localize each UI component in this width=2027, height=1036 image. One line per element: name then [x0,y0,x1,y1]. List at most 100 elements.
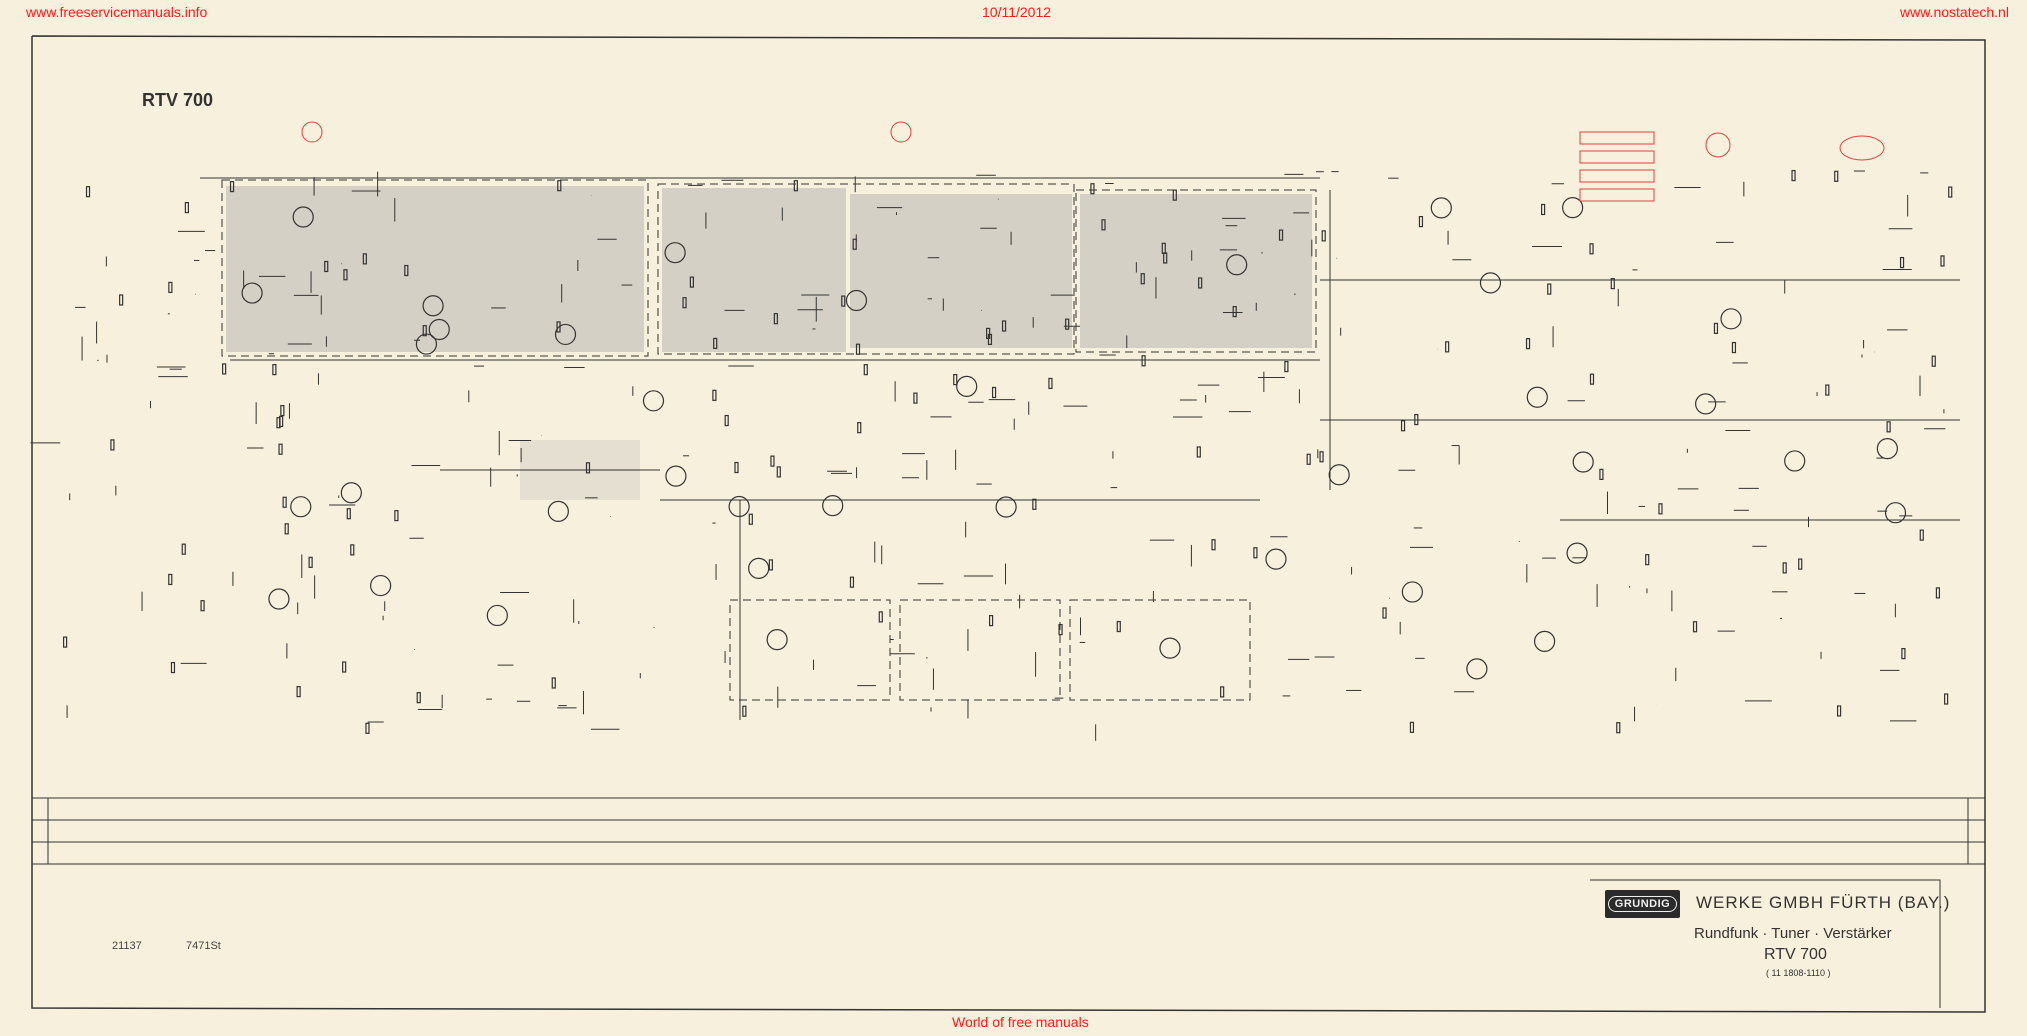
watermark-right-url: www.nostatech.nl [1900,4,2009,20]
resistor-symbol [1645,554,1650,566]
resistor-symbol [365,722,370,734]
transistor-symbol [665,465,687,487]
resistor-symbol [1400,420,1406,432]
title-block-frame [1590,879,1941,1008]
resistor-symbol [416,692,421,704]
resistor-symbol [557,180,562,192]
resistor-symbol [712,389,717,401]
transistor-symbol [340,482,362,504]
transistor-symbol [1466,658,1488,680]
resistor-symbol [1198,277,1203,289]
grundig-logo: GRUNDIG [1605,890,1680,918]
resistor-symbol [362,253,367,265]
resistor-symbol [1782,562,1787,574]
resistor-symbol [1445,341,1450,353]
company-name: WERKE GMBH FÜRTH (BAY.) [1696,893,1951,912]
resistor-symbol [1161,242,1166,254]
doc-number-2: 7471St [186,940,221,952]
transistor-symbol [1265,548,1287,570]
resistor-symbol [1321,230,1326,242]
transistor-symbol [1226,254,1248,276]
resistor-symbol [62,636,68,648]
resistor-symbol [742,705,747,717]
resistor-symbol [278,443,283,455]
resistor-symbol [222,363,227,375]
transistor-symbol [428,318,450,341]
resistor-symbol [734,461,739,474]
resistor-symbol [986,327,991,340]
resistor-symbol [1001,320,1007,332]
transistor-symbol [370,574,392,597]
resistor-symbol [404,264,409,277]
transistor-symbol [1479,272,1502,294]
red-annotations [301,121,1885,202]
watermark-footer: World of free manuals [952,1014,1089,1030]
schematic-model-title: RTV 700 [142,90,214,110]
resistor-symbol [184,201,189,214]
product-type: Rundfunk · Tuner · Verstärker [1694,925,1892,942]
resistor-symbol [1931,355,1936,367]
logo-text: GRUNDIG [1607,896,1678,912]
transistor-symbol [766,628,788,651]
transistor-symbol [547,500,569,523]
transistor-symbol [292,206,314,228]
transistor-symbol [1784,450,1806,472]
transistor-symbol [268,588,290,610]
resistor-symbol [1278,229,1284,241]
resistor-symbol [85,186,91,198]
resistor-symbol [350,544,355,556]
resistor-symbol [279,415,284,428]
resistor-symbol [296,686,301,698]
resistor-symbol [272,364,277,376]
transistor-symbol [1884,502,1907,524]
transistor-symbol [1562,197,1584,219]
resistor-symbol [793,180,798,192]
resistor-symbol [1172,189,1177,201]
circuit-wires [30,170,1960,741]
resistor-symbol [1525,338,1531,350]
resistor-symbol [841,295,846,307]
resistor-symbol [1589,373,1595,385]
transistor-symbol [1566,542,1588,564]
resistor-symbol [770,455,775,467]
resistor-symbol [585,462,591,474]
product-model: RTV 700 [1764,946,1827,963]
transistor-symbol [642,390,665,412]
resistor-symbol [852,238,857,250]
resistor-symbol [991,386,997,399]
resistor-symbol [1284,360,1289,373]
resistor-symbol [857,422,862,434]
circuit-components [62,169,1953,734]
resistor-symbol [422,325,427,337]
resistor-symbol [1692,621,1698,633]
resistor-symbol [1065,318,1070,330]
resistor-symbol [1599,468,1604,481]
resistor-symbol [988,615,994,627]
resistor-symbol [1116,620,1121,633]
resistor-symbol [953,374,958,386]
resistor-symbol [878,611,883,623]
resistor-symbol [1836,705,1842,717]
resistor-symbol [343,269,348,281]
resistor-symbol [1616,722,1621,734]
block-if-1 [662,188,846,352]
resistor-symbol [849,576,855,588]
resistor-symbol [168,281,173,294]
resistor-symbol [1141,355,1146,367]
resistor-symbol [1382,607,1387,619]
resistor-symbol [394,510,399,522]
resistor-symbol [346,508,351,520]
resistor-symbol [282,496,287,508]
transistor-symbol [241,282,263,304]
resistor-symbol [284,523,289,535]
resistor-symbol [724,414,729,427]
resistor-symbol [1589,243,1594,255]
resistor-symbol [342,661,347,673]
transistor-symbol [1526,386,1548,408]
transistor-symbol [822,494,844,517]
transistor-symbol [290,496,312,518]
resistor-symbol [1211,539,1216,551]
transistor-symbol [956,375,978,397]
resistor-symbol [200,600,205,612]
resistor-symbol [1196,446,1201,458]
